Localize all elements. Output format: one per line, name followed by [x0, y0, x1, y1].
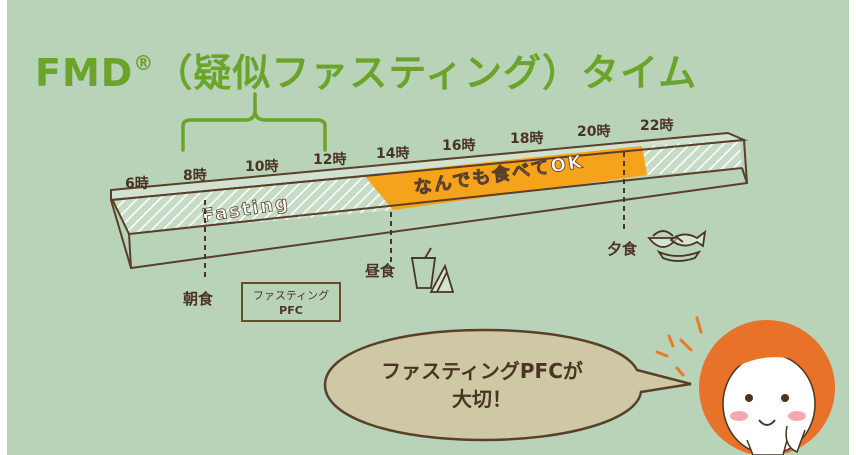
bar-inner-edge-left	[128, 233, 132, 269]
fasting-zone-night	[642, 140, 742, 175]
hour-label: 20時	[577, 123, 610, 140]
hour-label: 22時	[640, 117, 673, 134]
title-rest: （疑似ファスティング）タイム	[154, 51, 698, 95]
hour-label: 6時	[125, 175, 149, 192]
eating-window	[364, 146, 647, 210]
dinner-label: 夕食	[607, 240, 638, 258]
hour-label: 10時	[245, 158, 278, 175]
bar-inner-edge-top	[128, 167, 743, 235]
speech-bubble	[323, 328, 692, 442]
timeline-diagram: Fasting なんでも食べてOK 6時 8時 10時 12時 14時 16時 …	[109, 92, 835, 455]
pfc-box-line1: ファスティング	[252, 289, 330, 302]
hour-label: 12時	[313, 151, 346, 168]
fasting-zone-morning	[113, 175, 393, 234]
bar-inner-edge	[112, 200, 130, 235]
diagram-canvas: FMD®（疑似ファスティング）タイム Fasting なんでも食べてOK 6時 …	[7, 0, 849, 455]
registered-mark: ®	[133, 51, 155, 75]
lunch-label: 昼食	[365, 262, 396, 280]
dinner-icon	[647, 229, 707, 262]
pfc-box-line2: PFC	[279, 304, 303, 317]
girl-character-icon	[655, 316, 835, 455]
bar-inner-edge-right	[741, 167, 748, 184]
hour-label: 16時	[442, 137, 475, 154]
title-main: FMD	[35, 51, 134, 95]
page-title: FMD®（疑似ファスティング）タイム	[35, 42, 697, 97]
hour-label: 14時	[376, 145, 409, 162]
lunch-icon	[410, 247, 455, 293]
hour-label: 8時	[183, 167, 207, 184]
hour-label: 18時	[510, 130, 543, 147]
bubble-line1: ファスティングPFCが	[381, 359, 583, 383]
breakfast-label: 朝食	[183, 290, 214, 308]
fasting-pfc-box: ファスティング PFC	[241, 282, 341, 322]
bubble-line2: 大切！	[452, 387, 512, 411]
fasting-bracket	[181, 92, 327, 152]
speech-bubble-text: ファスティングPFCが 大切！	[339, 357, 625, 413]
